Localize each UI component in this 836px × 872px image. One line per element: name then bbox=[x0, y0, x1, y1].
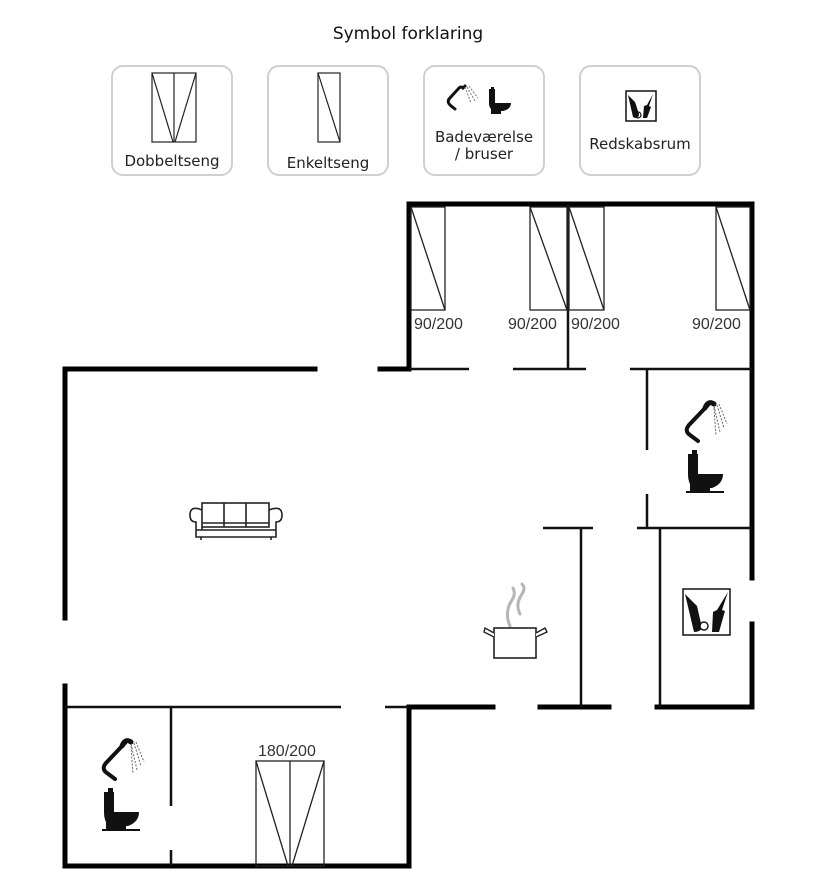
interior-walls bbox=[65, 204, 752, 866]
legend-label-single-bed: Enkeltseng bbox=[286, 154, 370, 172]
legend-card-double-bed: Dobbeltseng bbox=[111, 65, 233, 176]
legend-label-bathroom-line1: Badeværelse bbox=[434, 128, 534, 146]
shower-toilet-icon bbox=[684, 400, 728, 493]
bed-size-label: 90/200 bbox=[692, 316, 741, 333]
bed-size-label: 90/200 bbox=[508, 316, 557, 333]
legend-label-bathroom-line2: / bruser bbox=[454, 145, 514, 163]
shower-toilet-icon bbox=[446, 84, 511, 114]
cooking-pot-icon bbox=[483, 582, 548, 659]
single-bed-icon bbox=[317, 72, 341, 143]
double-bed-icon bbox=[151, 72, 197, 143]
double-bed-icon bbox=[255, 760, 325, 867]
utility-room-icon bbox=[682, 588, 731, 636]
legend-title: Symbol forklaring bbox=[332, 24, 484, 44]
bed-size-label: 90/200 bbox=[571, 316, 620, 333]
bed-size-label: 90/200 bbox=[414, 316, 463, 333]
bed-size-label: 180/200 bbox=[258, 743, 316, 760]
single-bed-icon bbox=[715, 206, 751, 311]
single-beds bbox=[410, 206, 751, 311]
utility-room-icon bbox=[625, 90, 657, 122]
shower-toilet-icon bbox=[101, 738, 145, 831]
single-bed-icon bbox=[529, 206, 568, 311]
single-bed-icon bbox=[410, 206, 446, 311]
single-bed-icon bbox=[568, 206, 605, 311]
legend-label-double-bed: Dobbeltseng bbox=[124, 152, 220, 170]
legend-label-utility: Redskabsrum bbox=[589, 135, 691, 153]
legend-card-single-bed: Enkeltseng bbox=[267, 65, 389, 176]
sofa-icon bbox=[189, 502, 283, 540]
exterior-walls bbox=[62, 201, 755, 869]
legend-card-utility: Redskabsrum bbox=[579, 65, 701, 176]
legend-card-bathroom: Badeværelse / bruser bbox=[423, 65, 545, 176]
